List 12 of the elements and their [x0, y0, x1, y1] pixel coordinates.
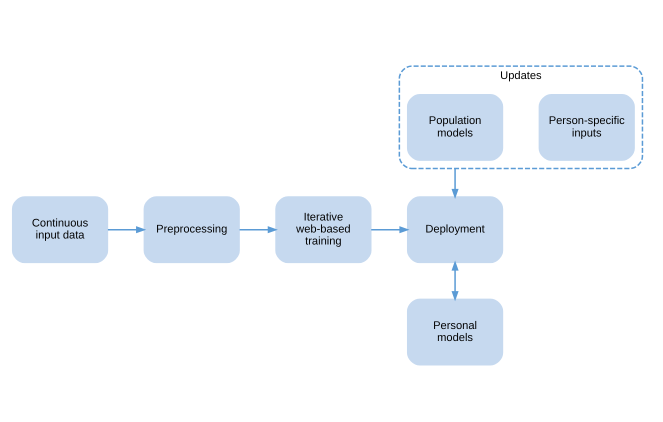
arrow: [371, 226, 410, 233]
arrow: [240, 226, 278, 233]
node-box: Preprocessing: [144, 196, 240, 263]
node-box: Personal models: [406, 298, 504, 365]
arrow: [452, 168, 459, 198]
arrow: [108, 226, 146, 233]
node-box: Deployment: [406, 196, 504, 263]
node-box: Iterative web-based training: [275, 196, 372, 263]
arrow: [452, 260, 459, 301]
node-box: Person-specific inputs: [538, 94, 635, 160]
node-box: Population models: [406, 94, 504, 160]
node-box: Continuous input data: [12, 196, 108, 263]
